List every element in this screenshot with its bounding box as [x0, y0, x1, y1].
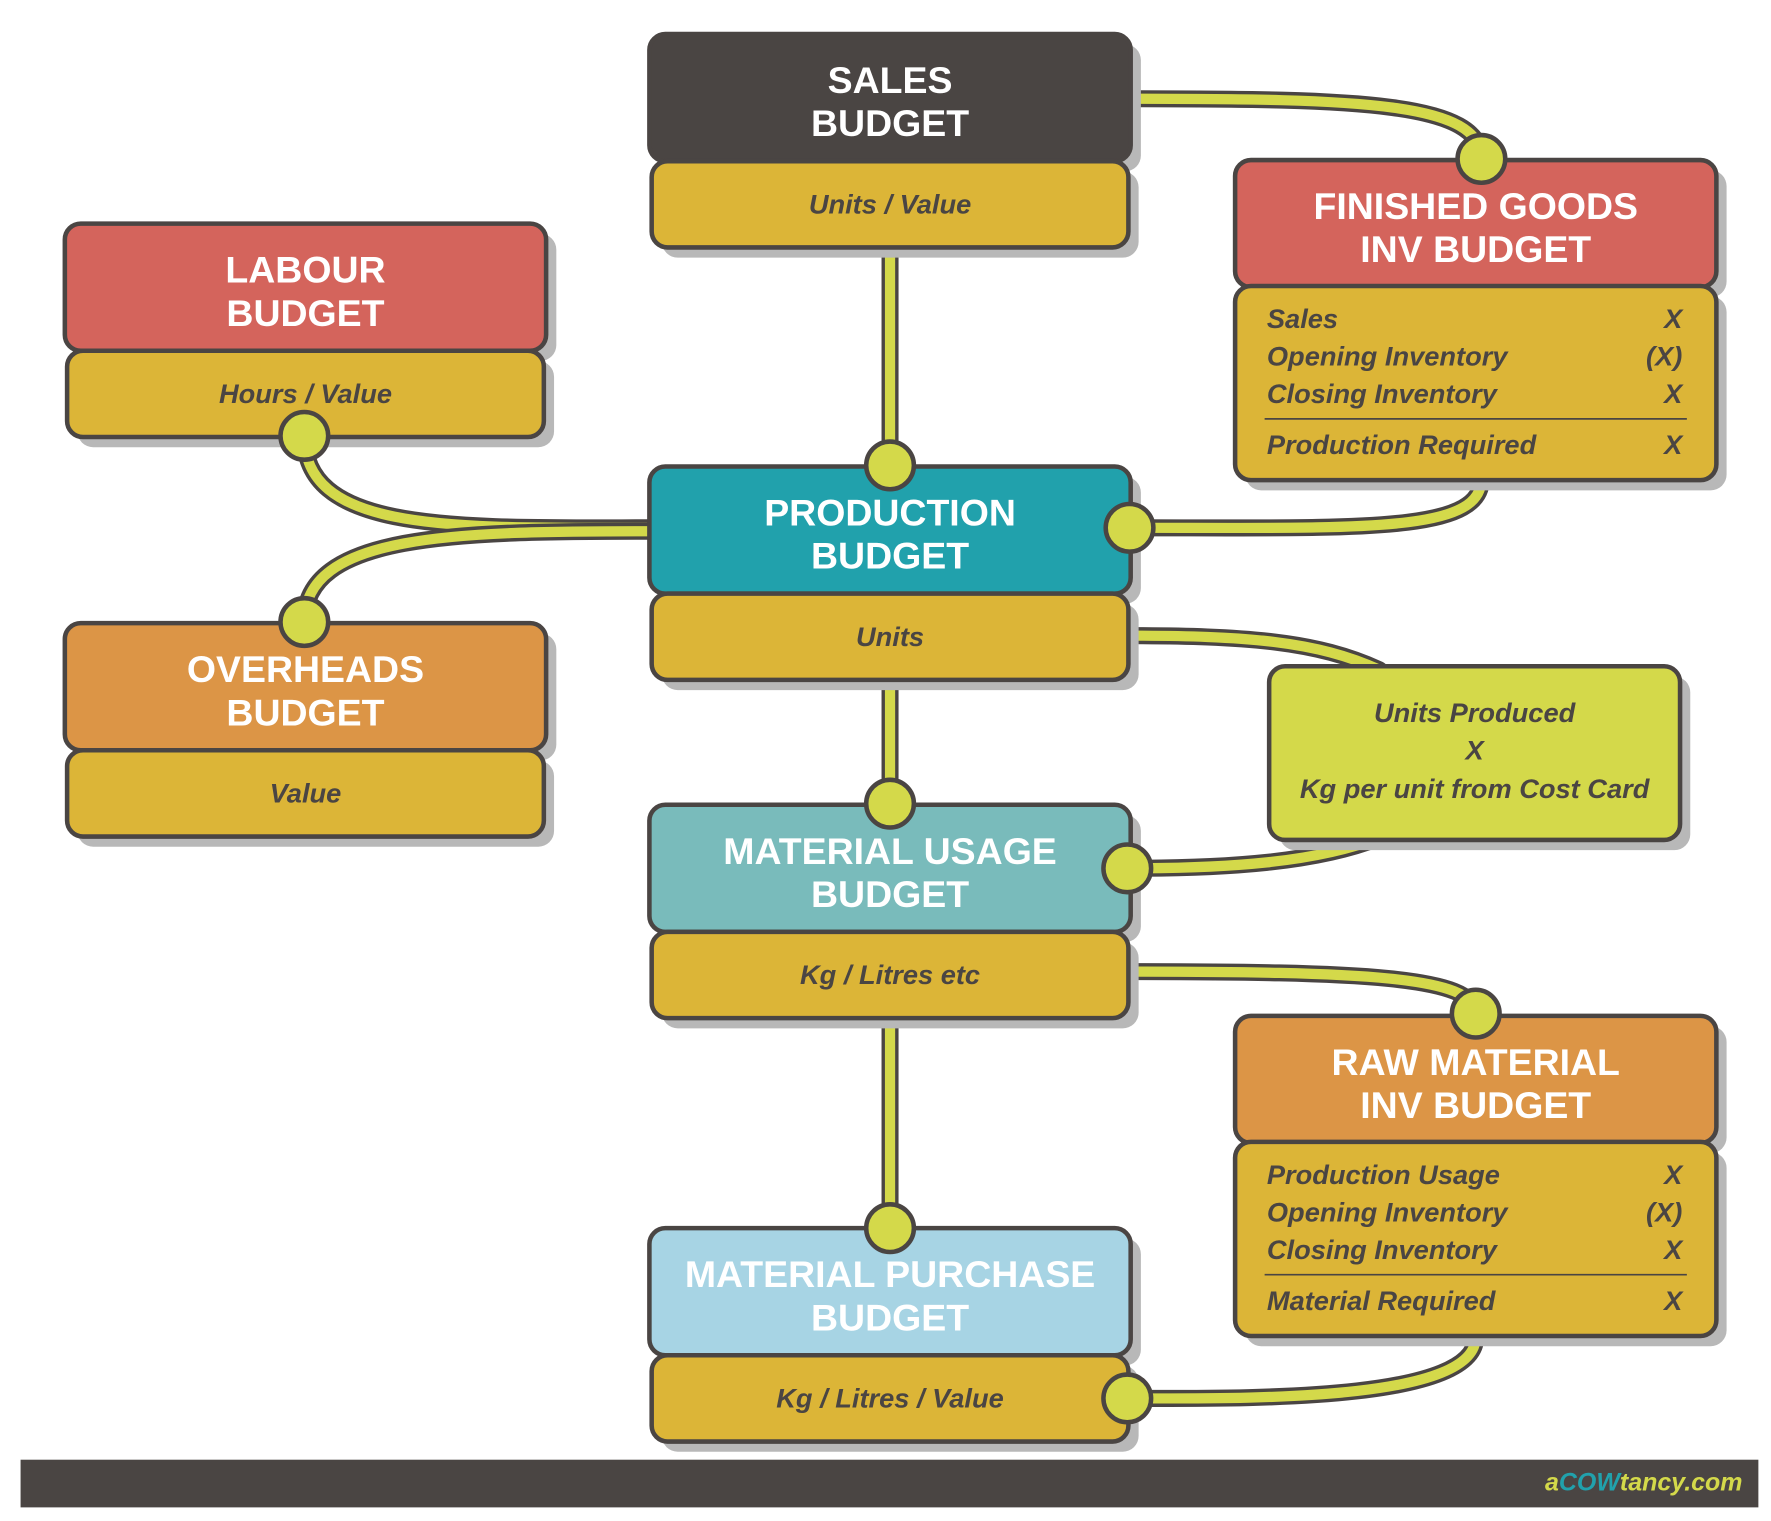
material-purchase-budget-title-line2: BUDGET: [811, 1296, 969, 1338]
finished-goods-inv-budget-title-line2: INV BUDGET: [1360, 228, 1591, 270]
connector-dot: [1101, 1372, 1154, 1425]
finished-goods-inv-budget-detail: [1232, 283, 1719, 483]
production-budget-detail: [649, 591, 1131, 683]
raw-material-inv-budget-total-value: X: [1662, 1285, 1684, 1316]
material-usage-budget-title-line2: BUDGET: [811, 873, 969, 915]
material-usage-budget-title-line1: MATERIAL USAGE: [723, 830, 1056, 872]
production-budget-title-line1: PRODUCTION: [764, 492, 1016, 534]
footer-bar: [20, 1459, 1759, 1508]
finished-goods-inv-budget-title-line1: FINISHED GOODS: [1313, 185, 1638, 227]
raw-material-inv-budget-row-label: Opening Inventory: [1267, 1196, 1509, 1227]
production-to-overheads-connector: [299, 526, 658, 628]
material-purchase-budget-detail-label: Kg / Litres / Value: [776, 1382, 1004, 1413]
connector-dot: [863, 777, 917, 830]
overheads-budget-title-line1: OVERHEADS: [187, 648, 424, 690]
labour-budget-detail-label: Hours / Value: [219, 378, 392, 409]
overheads-budget-detail-label: Value: [270, 777, 342, 808]
connector-dot: [278, 595, 331, 649]
units-produced-note-line1: Units Produced: [1374, 697, 1577, 728]
raw-material-inv-budget-title-line2: INV BUDGET: [1360, 1084, 1591, 1126]
raw-material-inv-budget-detail: [1232, 1139, 1719, 1339]
finished-goods-inv-budget-row-label: Opening Inventory: [1267, 340, 1509, 371]
connector-dot: [1455, 132, 1508, 186]
production-to-overheads-outline: [295, 522, 662, 631]
connector-dot: [1449, 987, 1502, 1040]
connector-dot: [278, 409, 331, 462]
connector-dot: [1101, 842, 1154, 895]
connector-dot: [863, 439, 917, 492]
connector-dot: [1103, 501, 1156, 554]
finished-goods-to-production-connector: [1124, 473, 1487, 534]
finished-goods-inv-budget-row-value: X: [1662, 378, 1684, 409]
raw-material-inv-budget-total-label: Material Required: [1267, 1285, 1497, 1316]
units-produced-note-line3: Kg per unit from Cost Card: [1300, 773, 1651, 804]
raw-material-inv-budget-row-value: X: [1662, 1234, 1684, 1265]
finished-goods-inv-budget-row-value: X: [1662, 303, 1684, 334]
overheads-budget-title-line2: BUDGET: [226, 691, 384, 733]
connector-dot: [863, 1202, 917, 1255]
production-budget-detail-label: Units: [856, 621, 924, 652]
material-usage-budget-detail-label: Kg / Litres etc: [800, 959, 980, 990]
sales-budget-detail-label: Units / Value: [809, 188, 971, 219]
connector-dots: [278, 132, 1508, 1425]
raw-material-to-purchase-connector: [1122, 1332, 1481, 1404]
raw-material-inv-budget-row-value: (X): [1646, 1196, 1682, 1227]
connectors: [295, 90, 1490, 1407]
labour-budget-title-line1: LABOUR: [225, 249, 385, 291]
finished-goods-inv-budget-row-value: (X): [1646, 340, 1682, 371]
finished-goods-inv-budget-total-label: Production Required: [1267, 429, 1538, 460]
sales-to-finished-goods-outline: [1118, 90, 1490, 168]
production-to-labour-outline: [295, 427, 662, 537]
finished-goods-inv-budget-total-value: X: [1662, 429, 1684, 460]
sales-budget-detail: [649, 158, 1131, 250]
material-purchase-budget-title-line1: MATERIAL PURCHASE: [685, 1253, 1095, 1295]
footer-logo: aCOWtancy.com: [1545, 1468, 1742, 1496]
raw-material-inv-budget-title-line1: RAW MATERIAL: [1332, 1041, 1620, 1083]
finished-goods-inv-budget-row-label: Closing Inventory: [1267, 378, 1499, 409]
material-usage-budget-detail: [649, 929, 1131, 1021]
raw-material-inv-budget-row-value: X: [1662, 1159, 1684, 1190]
labour-budget-title-line2: BUDGET: [226, 292, 384, 334]
units-produced-note: [1266, 664, 1683, 843]
raw-material-to-purchase-outline: [1118, 1328, 1485, 1407]
overheads-budget-detail: [64, 748, 547, 839]
finished-goods-inv-budget-row-label: Sales: [1267, 303, 1338, 334]
sales-budget-title-line1: SALES: [828, 59, 953, 101]
raw-material-inv-budget-row-label: Production Usage: [1267, 1159, 1500, 1190]
production-to-units-note-connector: [1118, 630, 1385, 675]
raw-material-inv-budget-row-label: Closing Inventory: [1267, 1234, 1499, 1265]
units-produced-note-line2: X: [1464, 734, 1486, 765]
sales-budget-title-line2: BUDGET: [811, 102, 969, 144]
production-budget-title-line2: BUDGET: [811, 535, 969, 577]
